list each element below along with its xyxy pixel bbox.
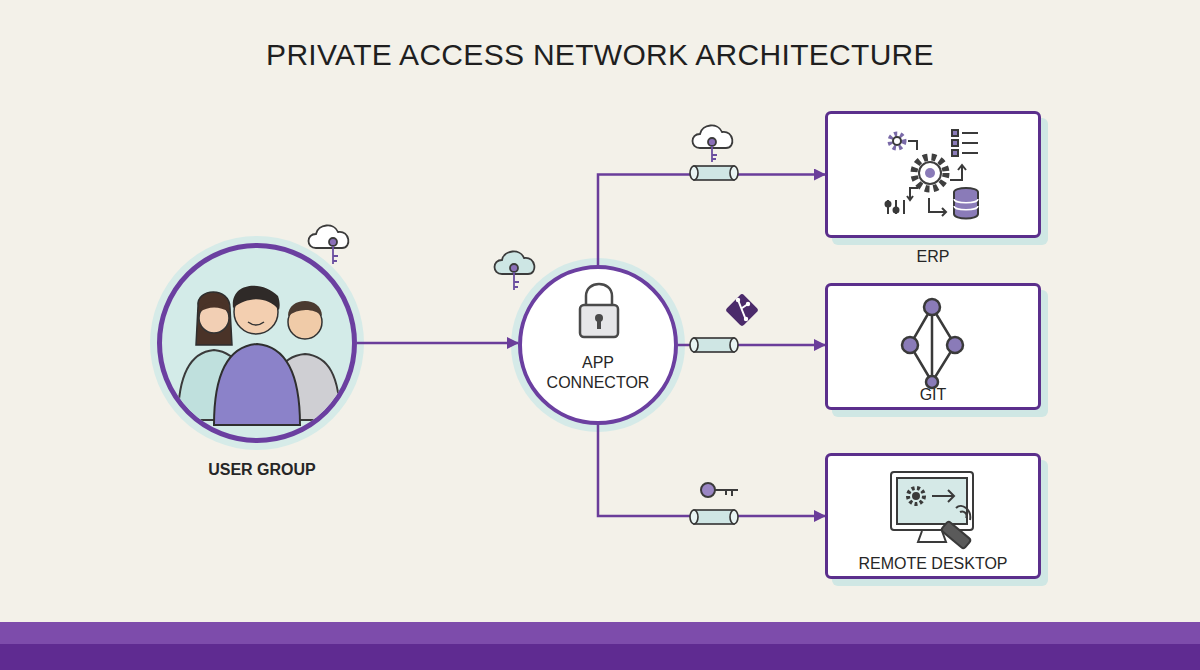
application-box: GIT	[825, 283, 1041, 410]
tunnel-pipe	[690, 338, 698, 352]
user-group-circle: USER GROUP	[157, 243, 357, 443]
connector-arrow	[357, 342, 518, 345]
cloud-key-icon	[309, 225, 349, 248]
tunnel-pipe	[730, 338, 738, 352]
cloud-key-icon	[693, 125, 733, 148]
git-logo-icon	[725, 293, 759, 327]
tunnel-pipe	[690, 510, 738, 524]
application-box: REMOTE DESKTOP	[825, 453, 1041, 579]
cloud-key-icon	[329, 238, 337, 246]
git-logo-icon	[746, 302, 750, 306]
git-logo-icon	[738, 300, 748, 320]
cloud-key-icon	[495, 251, 535, 274]
connector-arrow	[598, 425, 825, 516]
key-icon	[701, 483, 715, 497]
node-label: USER GROUP	[122, 460, 402, 480]
tunnel-pipe	[730, 166, 738, 180]
cloud-key-icon	[510, 264, 518, 272]
node-label: REMOTE DESKTOP	[828, 554, 1038, 574]
tunnel-pipe	[694, 166, 734, 180]
connector-arrow	[598, 175, 825, 266]
cloud-key-icon	[333, 246, 338, 264]
diagram-title: PRIVATE ACCESS NETWORK ARCHITECTURE	[0, 38, 1200, 72]
node-label: ERP	[825, 247, 1041, 267]
connector-circle: APP CONNECTOR	[518, 265, 678, 425]
cloud-key-icon	[495, 251, 535, 290]
tunnel-pipe	[694, 338, 734, 352]
cloud-key-icon	[309, 225, 349, 264]
connector-arrow	[678, 344, 825, 347]
cloud-key-icon	[712, 146, 717, 162]
tunnel-pipe	[694, 510, 734, 524]
node-label: GIT	[828, 385, 1038, 405]
git-logo-icon	[725, 293, 759, 327]
key-icon	[701, 483, 738, 497]
footer-band	[0, 644, 1200, 670]
tunnel-pipe	[690, 166, 738, 180]
key-icon	[715, 490, 738, 496]
footer-band	[0, 622, 1200, 644]
application-box: ERP	[825, 111, 1041, 238]
tunnel-pipe	[690, 166, 698, 180]
git-logo-icon	[744, 317, 748, 321]
git-logo-icon	[736, 298, 740, 302]
tunnel-pipe	[690, 338, 738, 352]
cloud-key-icon	[708, 138, 716, 146]
tunnel-pipe	[730, 510, 738, 524]
cloud-key-icon	[514, 272, 519, 290]
cloud-key-icon	[693, 125, 733, 162]
tunnel-pipe	[690, 510, 698, 524]
node-label: APP CONNECTOR	[542, 353, 654, 393]
